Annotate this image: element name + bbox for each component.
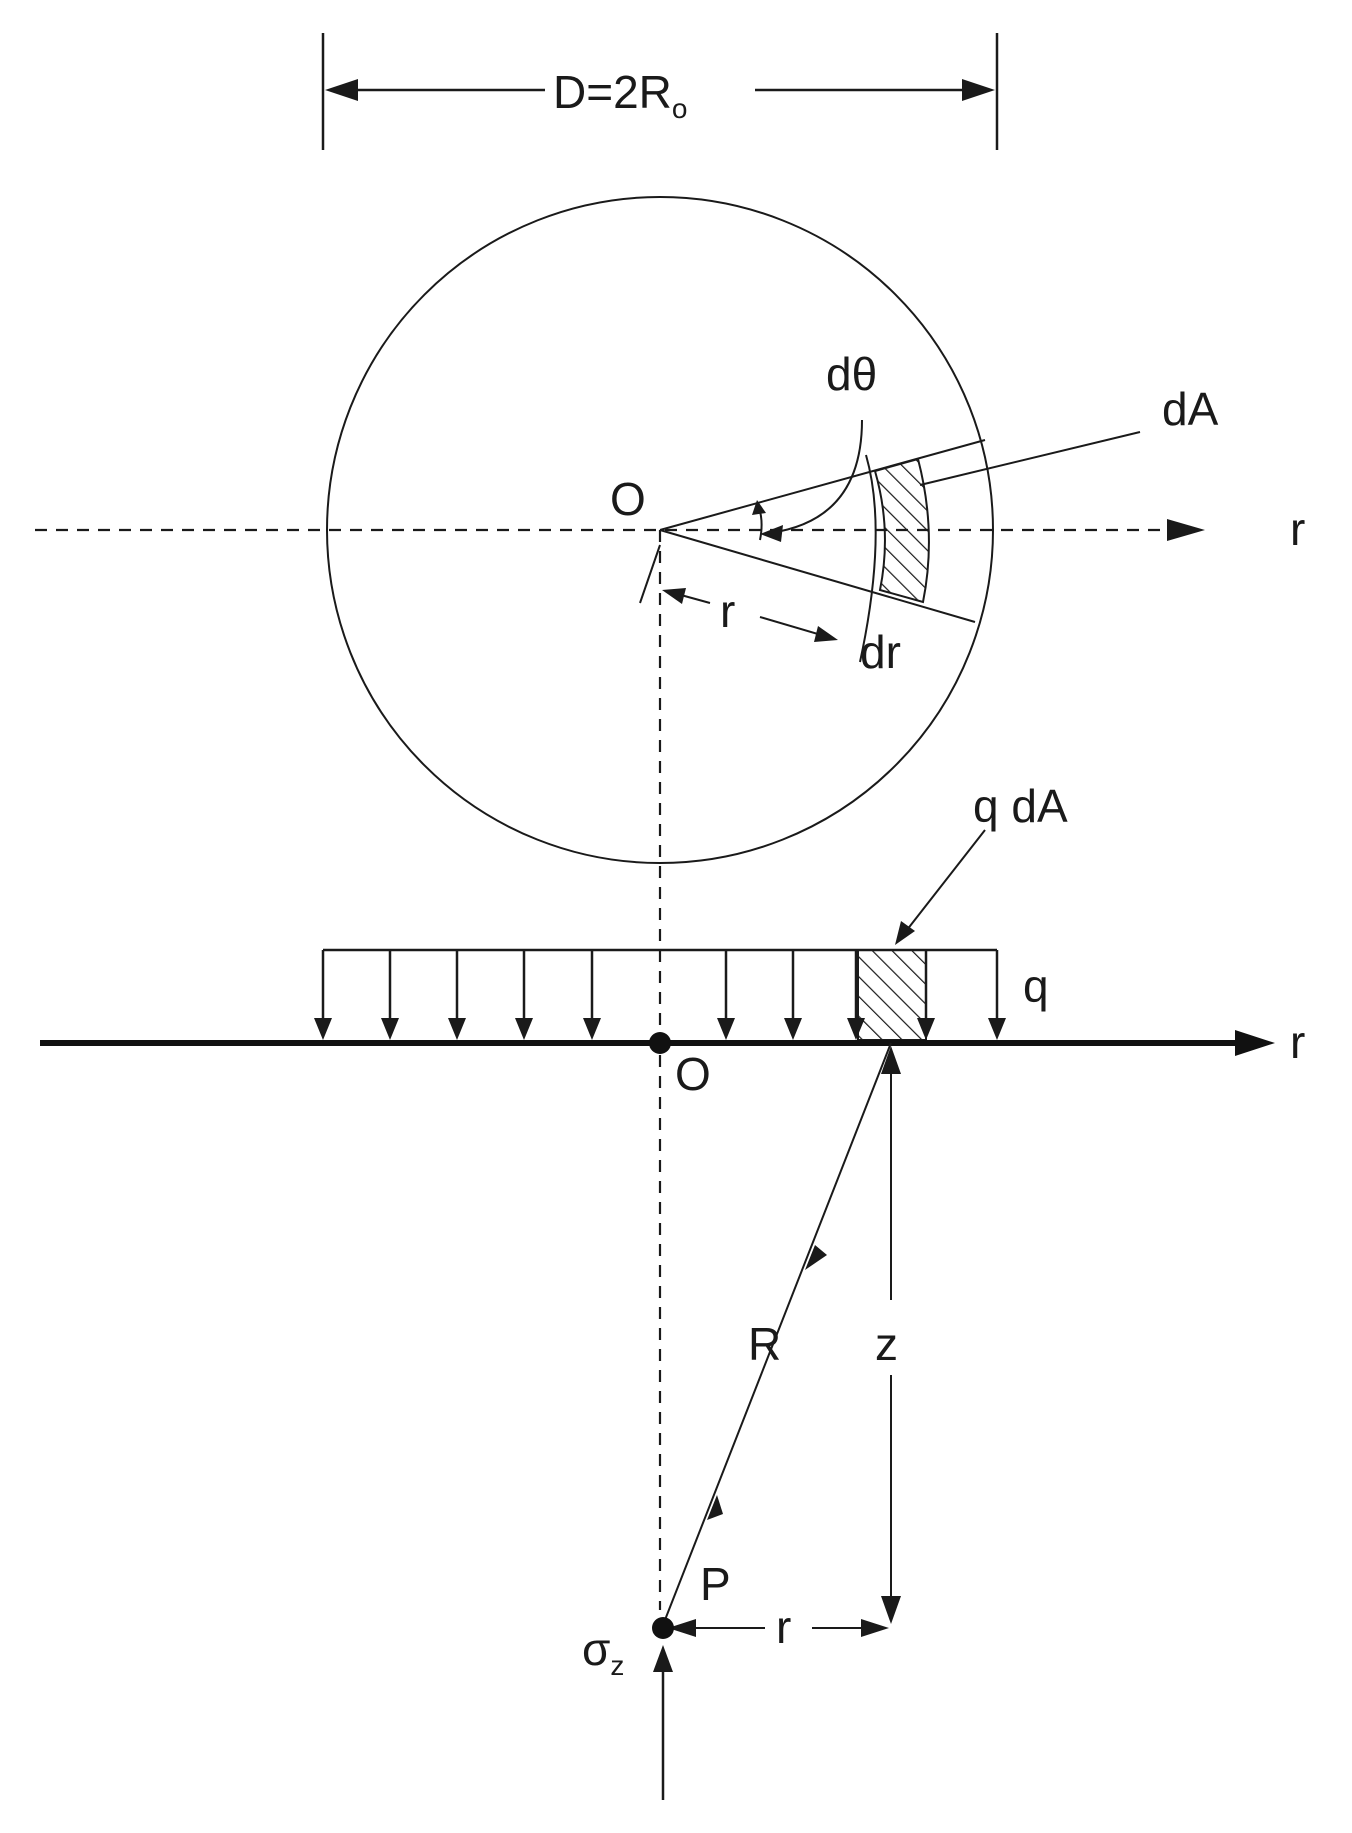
dimension-arrow-right [962,79,995,101]
origin-label-bottom: O [675,1048,711,1100]
dtheta-label: dθ [826,348,877,400]
load-arrowhead-6 [717,1018,735,1040]
dtheta-arc-arrow [752,500,766,515]
z-arrow-top [881,1046,901,1074]
radius-arrow-right [814,626,838,642]
z-arrow-bottom [881,1596,901,1624]
loaded-circle [326,196,994,864]
qdA-leader-arrow [895,921,915,945]
r-dim-arrow-left [668,1619,696,1637]
R-arrow-lower [707,1495,723,1520]
radial-line-lower [659,529,976,623]
dA-leader [919,431,1141,486]
radius-arrow-left [662,588,686,604]
R-label: R [748,1318,781,1370]
radial-line-upper [659,439,986,531]
load-arrows [314,950,1006,1040]
load-element-qdA [857,949,927,1041]
load-arrowhead-7 [784,1018,802,1040]
sigma-z-arrowhead [653,1645,673,1672]
subsurface-geometry: R z r P σz [582,1042,901,1800]
radius-label: r [720,585,735,637]
elevation-view: q dA q r O [40,780,1305,1100]
load-arrowhead-10 [988,1018,1006,1040]
radius-tick-origin [639,544,661,604]
arc-inner [859,454,877,663]
load-arrowhead-4 [515,1018,533,1040]
dr-label: dr [860,626,901,678]
dimension-arrow-left [325,79,358,101]
r-horizontal-label: r [776,1601,791,1653]
dtheta-leader-arrow [760,525,783,542]
diameter-dimension: D=2Ro [321,33,999,150]
qdA-label: q dA [973,780,1068,832]
ground-r-axis-label: r [1290,1016,1305,1068]
area-element-dA [873,457,930,604]
point-P [652,1617,674,1639]
origin-label-top: O [610,473,646,525]
load-arrowhead-2 [381,1018,399,1040]
sigma-z-label: σz [582,1623,624,1681]
qdA-leader [902,829,986,936]
load-arrowhead-5 [583,1018,601,1040]
plan-view: r O dA dθ r dr [35,196,1305,1610]
z-label: z [875,1318,898,1370]
load-arrowhead-3 [448,1018,466,1040]
R-arrow-upper [805,1245,827,1270]
r-dim-arrow-right [861,1619,889,1637]
plan-r-axis-arrow [1167,519,1205,541]
diameter-label: D=2Ro [553,66,687,124]
dtheta-leader [769,419,863,534]
dA-label: dA [1162,383,1219,435]
q-label: q [1023,960,1049,1012]
load-arrowhead-1 [314,1018,332,1040]
distance-R-line [662,1042,892,1626]
P-label: P [700,1558,731,1610]
origin-point-bottom [649,1032,671,1054]
plan-r-axis-label: r [1290,503,1305,555]
ground-axis-arrow [1235,1030,1275,1056]
